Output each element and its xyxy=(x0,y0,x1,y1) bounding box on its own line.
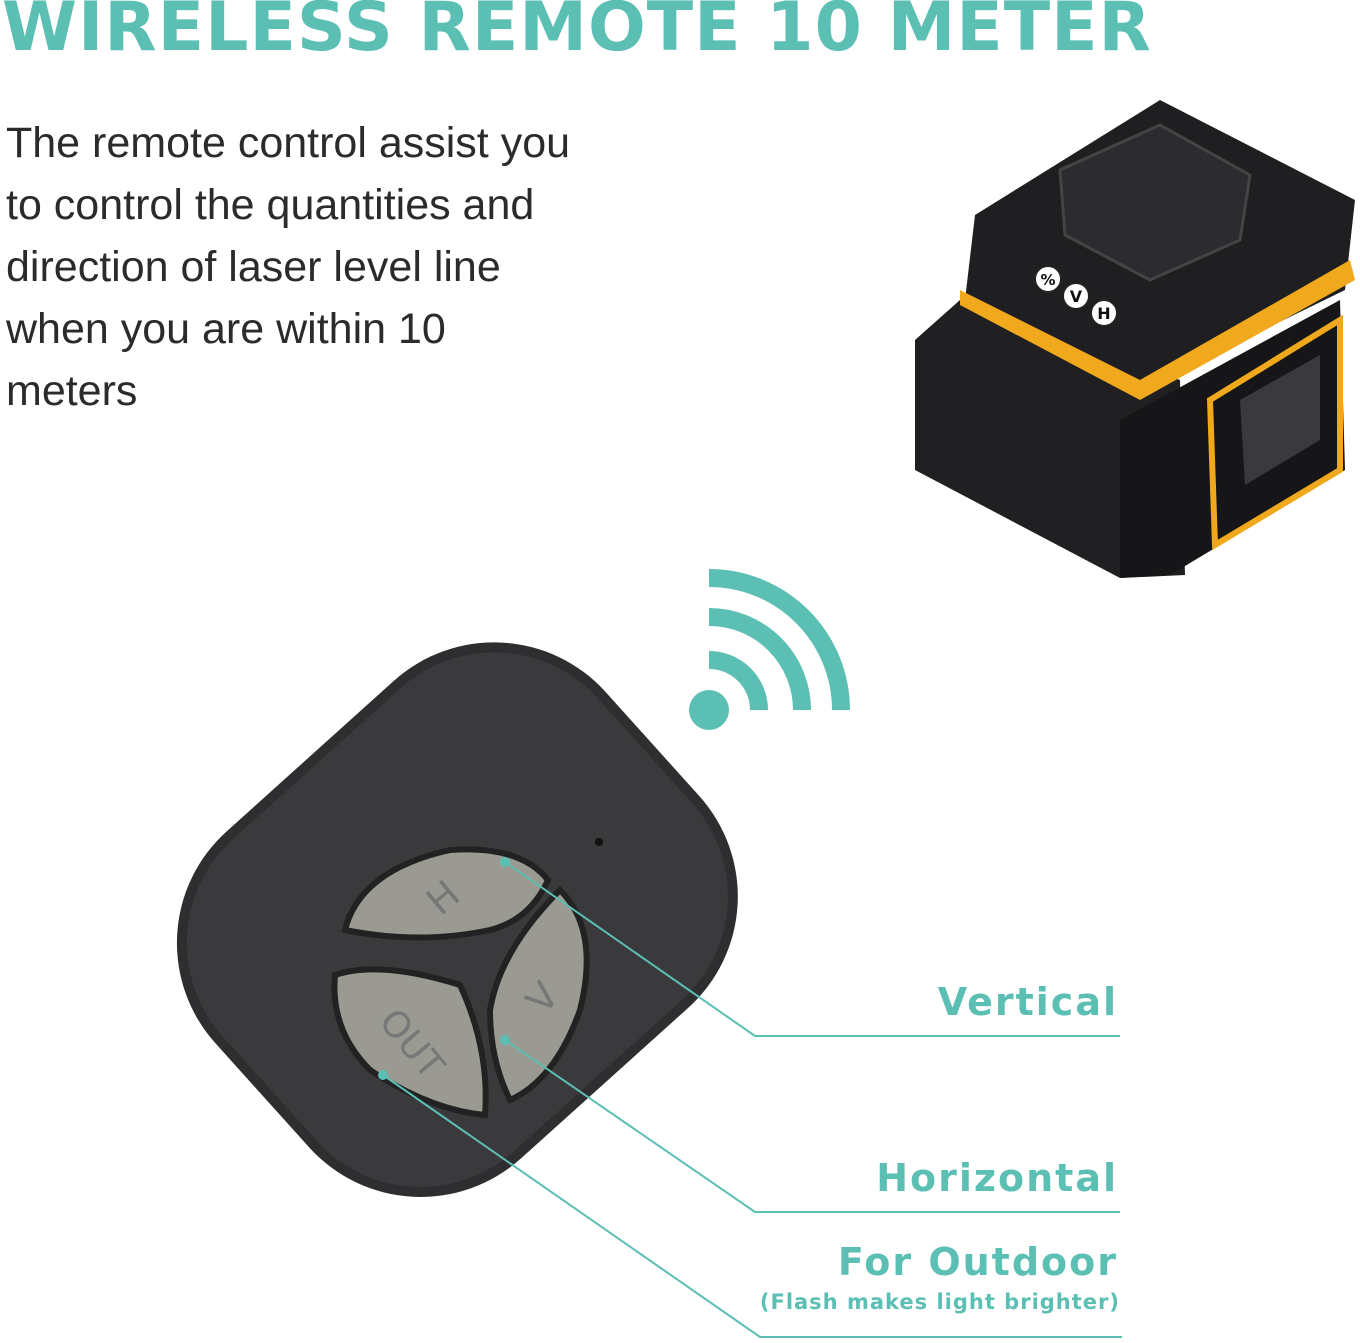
remote-control: H V OUT xyxy=(176,642,738,1197)
description-line: meters xyxy=(6,367,138,415)
badge-percent: % xyxy=(1040,271,1055,289)
page-title: WIRELESS REMOTE 10 METER xyxy=(2,0,1152,67)
remote-button-h[interactable]: H xyxy=(341,846,552,941)
callout-outdoor-note: (Flash makes light brighter) xyxy=(759,1290,1120,1314)
callout-outdoor: For Outdoor xyxy=(837,1240,1118,1284)
description-line: The remote control assist you xyxy=(6,119,571,167)
callout-lines xyxy=(378,857,1122,1338)
laser-level-device: % V H xyxy=(915,100,1355,578)
description-line: direction of laser level line xyxy=(6,243,501,291)
badge-v: V xyxy=(1070,287,1083,306)
description-line: when you are within 10 xyxy=(6,305,446,353)
badge-h: H xyxy=(1097,304,1110,323)
wireless-signal-icon xyxy=(689,569,850,730)
callout-horizontal: Horizontal xyxy=(876,1156,1118,1200)
mode-badges: % V H xyxy=(1034,265,1118,327)
description-line: to control the quantities and xyxy=(6,181,535,229)
description: The remote control assist you to control… xyxy=(6,112,666,422)
callout-vertical: Vertical xyxy=(937,980,1118,1024)
